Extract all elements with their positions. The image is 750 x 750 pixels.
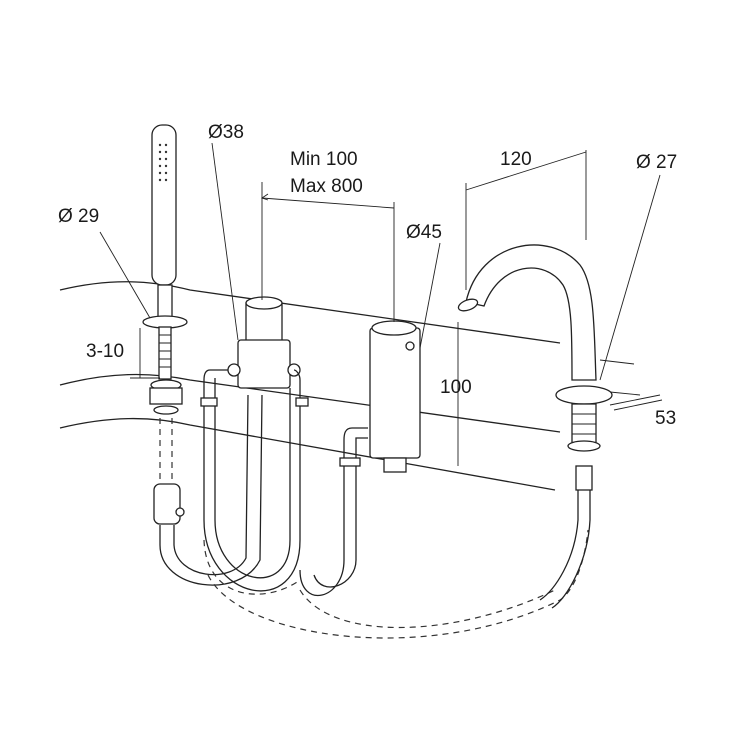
hand-shower-hole-label: Ø 29	[58, 206, 99, 227]
diverter-valve	[299, 320, 421, 597]
spout	[457, 244, 613, 609]
spout-height-label: 100	[440, 377, 472, 398]
deck-outline	[59, 281, 641, 491]
spacing-min-label: Min 100	[290, 149, 358, 170]
dimensions	[99, 142, 663, 466]
spout-base-label: 53	[655, 408, 676, 429]
valve-diameter-label: Ø38	[208, 122, 244, 143]
diverter-diameter-label: Ø45	[406, 222, 442, 243]
supply-hoses	[207, 529, 589, 639]
hand-shower	[142, 124, 263, 586]
mixer-valve	[200, 296, 309, 595]
deck-thickness-label: 3-10	[86, 341, 124, 362]
spout-diameter-label: Ø 27	[636, 152, 677, 173]
spout-reach-label: 120	[500, 149, 532, 170]
spacing-max-label: Max 800	[290, 176, 363, 197]
